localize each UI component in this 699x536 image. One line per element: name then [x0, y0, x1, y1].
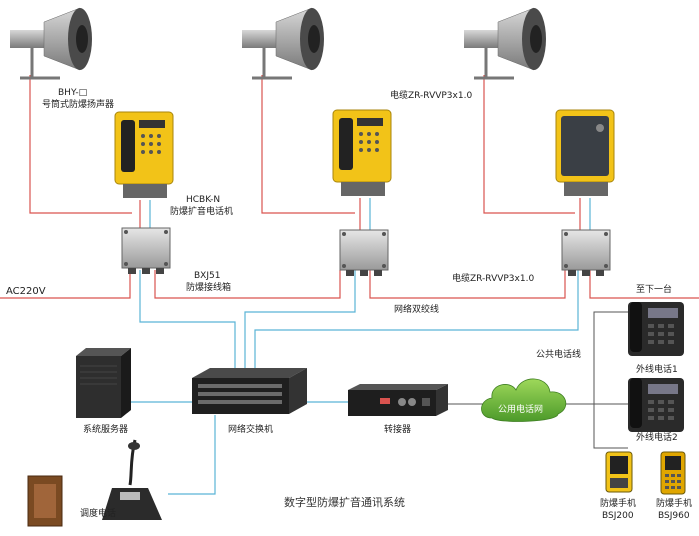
- phone-lines: [448, 311, 628, 449]
- ex-handset-bsj960: [660, 451, 686, 495]
- network-lines: [131, 198, 591, 495]
- ac-label: AC220V: [6, 286, 46, 297]
- speaker-name-label: 号筒式防爆扬声器: [42, 98, 114, 110]
- public-line-label: 公共电话线: [536, 348, 581, 360]
- cloud-label: 公用电话网: [498, 403, 543, 415]
- cable-top-label: 电缆ZR-RVVP3x1.0: [390, 89, 472, 101]
- ex-phone-2: [332, 109, 392, 196]
- ex-handset-bsj200: [605, 451, 633, 493]
- junction-box-2: [339, 229, 389, 276]
- handset1-name-label: 防爆手机: [600, 497, 636, 509]
- switch-label: 网络交换机: [228, 423, 273, 435]
- server-label: 系统服务器: [83, 423, 128, 435]
- jbox-model-label: BXJ51: [194, 271, 220, 281]
- handset2-model-label: BSJ960: [658, 511, 690, 521]
- cable-mid-label: 电缆ZR-RVVP3x1.0: [452, 272, 534, 284]
- public-telephone-network-cloud: [481, 378, 567, 422]
- to-next-label: 至下一台: [636, 283, 672, 295]
- ex-phone-1: [114, 111, 174, 198]
- junction-box-3: [561, 229, 611, 276]
- junction-box-1: [121, 227, 171, 274]
- ext-phone2-label: 外线电话2: [636, 431, 678, 443]
- ext-phone1-label: 外线电话1: [636, 363, 678, 375]
- dispatch-label: 调度电话: [80, 507, 116, 519]
- dispatch-phone: [27, 439, 162, 527]
- speaker-1: [10, 7, 92, 80]
- phone-name-label: 防爆扩音电话机: [170, 205, 233, 217]
- speaker-model-label: BHY-□: [58, 88, 87, 98]
- diagram-title: 数字型防爆扩音通讯系统: [284, 495, 405, 509]
- converter-label: 转接器: [384, 423, 411, 435]
- speaker-2: [242, 7, 324, 80]
- network-switch: [192, 368, 307, 414]
- handset1-model-label: BSJ200: [602, 511, 634, 521]
- phone-model-label: HCBK-N: [186, 195, 220, 205]
- handset2-name-label: 防爆手机: [656, 497, 692, 509]
- power-lines: [0, 75, 699, 299]
- twisted-pair-label: 网络双绞线: [394, 303, 439, 315]
- external-phone-1: [628, 302, 684, 356]
- jbox-name-label: 防爆接线箱: [186, 281, 231, 293]
- external-phone-2: [628, 378, 684, 432]
- speaker-3: [464, 7, 546, 80]
- ex-phone-3: [555, 109, 615, 196]
- server: [76, 348, 131, 418]
- converter: [348, 384, 448, 416]
